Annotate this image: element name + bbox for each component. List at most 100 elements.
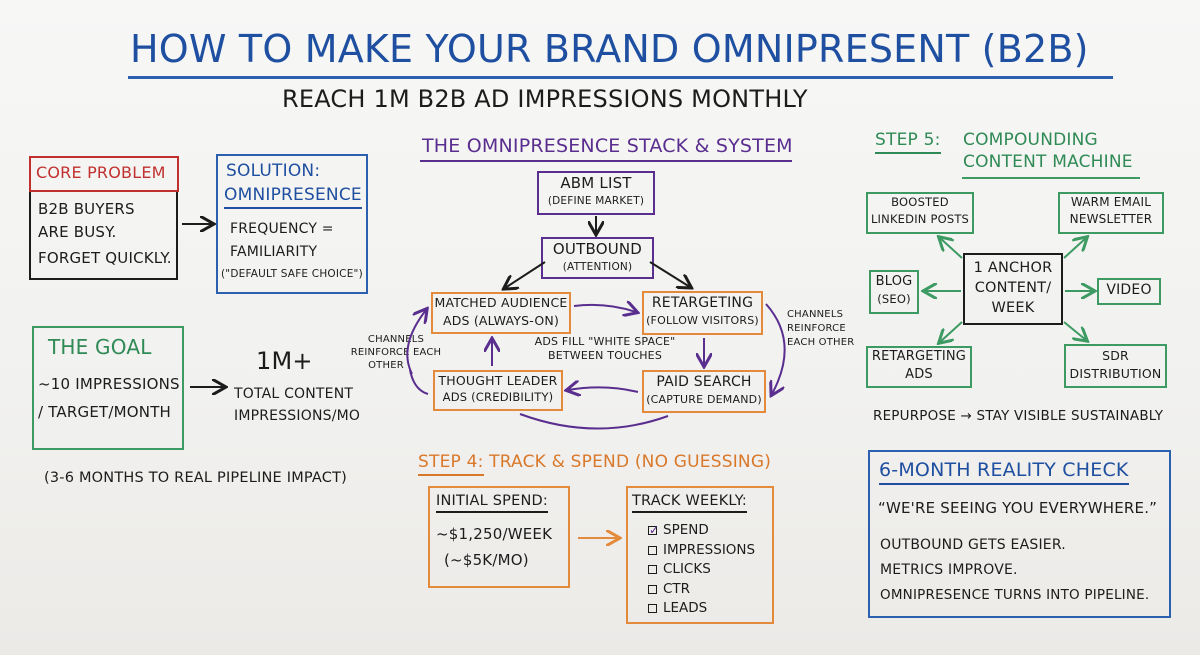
checkbox-icon (648, 604, 657, 614)
matched-audience-box (431, 292, 571, 334)
stack-heading-underline (420, 160, 792, 162)
white-space-line-2: BETWEEN TOUCHES (547, 349, 663, 362)
track-item-impressions: IMPRESSIONS (648, 541, 755, 561)
track-item-label: LEADS (663, 600, 708, 616)
checkbox-icon (648, 545, 657, 555)
outbound-sub: (ATTENTION) (562, 261, 633, 273)
right-reinforce-line-1: CHANNELS (787, 309, 844, 320)
track-item-leads: LEADS (648, 599, 755, 619)
goal-line-1: ~10 IMPRESSIONS (38, 375, 180, 393)
track-weekly-list: ✓SPEND IMPRESSIONS CLICKS CTR LEADS (648, 521, 755, 619)
core-problem-line-2: ARE BUSY. (38, 223, 117, 241)
abm-list-sub: (DEFINE MARKET) (547, 195, 645, 207)
repurpose-line: REPURPOSE → STAY VISIBLE SUSTAINABLY (873, 408, 1163, 425)
abm-list-title: ABM LIST (560, 174, 632, 192)
video-label: VIDEO (1106, 282, 1152, 298)
track-item-label: IMPRESSIONS (663, 541, 756, 558)
left-reinforce-line-3: OTHER (368, 360, 404, 371)
goal-big-number: 1M+ (256, 347, 313, 375)
paid-search-box (642, 370, 766, 413)
goal-line-2: / TARGET/MONTH (38, 403, 172, 421)
goal-box (32, 326, 184, 450)
solution-line-2: FAMILIARITY (230, 244, 318, 260)
initial-spend-heading: INITIAL SPEND: (436, 493, 548, 513)
solution-line-1: FREQUENCY = (230, 221, 334, 237)
retargeting-ads-line-2: ADS (905, 367, 933, 382)
solution-note: ("DEFAULT SAFE CHOICE") (221, 268, 363, 280)
track-item-ctr: CTR (648, 580, 755, 600)
newsletter-line-1: WARM EMAIL (1070, 195, 1152, 209)
core-problem-line-3: FORGET QUICKLY. (38, 249, 172, 267)
goal-heading: THE GOAL (48, 335, 152, 359)
outbound-box (541, 237, 654, 279)
anchor-line-2: CONTENT/ (974, 280, 1052, 296)
initial-spend-weekly: ~$1,250/WEEK (436, 525, 553, 543)
boosted-line-1: BOOSTED (891, 195, 949, 209)
reality-check-box (868, 450, 1171, 618)
loop-right (765, 303, 786, 394)
arrow-anchor-to-newsletter (1063, 238, 1086, 259)
anchor-content-box (963, 253, 1063, 325)
arrow-anchor-to-boosted (940, 238, 963, 259)
retargeting-box (642, 291, 763, 335)
track-item-label: SPEND (663, 522, 709, 538)
reality-check-heading: 6-MONTH REALITY CHECK (879, 459, 1129, 485)
pipeline-timeline: (3-6 MONTHS TO REAL PIPELINE IMPACT) (44, 470, 348, 486)
checkbox-icon (648, 584, 657, 594)
reality-check-heading-text: 6-MONTH REALITY CHECK (879, 459, 1129, 485)
arrow-paid-to-thought (568, 387, 639, 392)
track-item-spend: ✓SPEND (648, 521, 755, 541)
boosted-box (866, 192, 974, 234)
step4-heading: STEP 4: TRACK & SPEND (NO GUESSING) (418, 452, 772, 476)
blog-box (869, 270, 919, 314)
solution-heading-1: SOLUTION: (226, 161, 321, 181)
page-subtitle: REACH 1M B2B AD IMPRESSIONS MONTHLY (282, 85, 808, 113)
page-title: HOW TO MAKE YOUR BRAND OMNIPRESENT (B2B) (130, 27, 1089, 71)
anchor-line-1: 1 ANCHOR (973, 260, 1053, 276)
step4-title: TRACK & SPEND (NO GUESSING) (489, 452, 772, 472)
thought-leader-title: THOUGHT LEADER (438, 373, 558, 388)
goal-total-line-1: TOTAL CONTENT (234, 386, 354, 402)
left-reinforce-line-1: CHANNELS (367, 334, 425, 345)
repurpose-label: REPURPOSE (873, 408, 956, 424)
track-weekly-heading: TRACK WEEKLY: (632, 493, 747, 513)
sdr-line-1: SDR (1102, 348, 1129, 363)
anchor-line-3: WEEK (991, 300, 1035, 316)
arrow-matched-to-retargeting (573, 305, 636, 312)
solution-heading-2: OMNIPRESENCE (224, 185, 362, 209)
boosted-line-2: LINKEDIN POSTS (870, 212, 970, 226)
retargeting-sub: (FOLLOW VISITORS) (646, 314, 759, 327)
reality-quote: “WE'RE SEEING YOU EVERYWHERE.” (878, 499, 1158, 517)
track-weekly-box (626, 486, 774, 624)
right-reinforce-line-2: REINFORCE (787, 323, 846, 334)
arrow-right-icon: → (960, 408, 972, 424)
step5-heading-1: COMPOUNDING (963, 130, 1098, 150)
retargeting-ads-line-1: RETARGETING (871, 349, 967, 364)
loop-left-low (409, 369, 429, 395)
step5-label: STEP 5: (875, 130, 941, 154)
video-box (1097, 278, 1161, 305)
initial-spend-box (428, 486, 570, 588)
arrow-outbound-to-matched (505, 261, 546, 288)
left-reinforce-line-2: REINFORCE EACH (350, 347, 442, 358)
loop-bottom (519, 413, 669, 430)
abm-list-box (537, 171, 655, 215)
blog-line-1: BLOG (875, 274, 913, 289)
white-space-line-1: ADS FILL "WHITE SPACE" (534, 335, 676, 348)
track-weekly-heading-text: TRACK WEEKLY: (632, 493, 747, 513)
right-reinforce-line-3: EACH OTHER (787, 337, 855, 348)
solution-box (216, 154, 368, 294)
arrow-anchor-to-retargeting (940, 321, 963, 342)
sdr-line-2: DISTRIBUTION (1069, 366, 1162, 381)
paid-search-sub: (CAPTURE DEMAND) (646, 393, 762, 406)
matched-audience-sub: ADS (ALWAYS-ON) (442, 313, 560, 328)
checkbox-icon (648, 565, 657, 575)
goal-total-line-2: IMPRESSIONS/MO (234, 408, 361, 424)
outbound-title: OUTBOUND (552, 240, 643, 258)
reality-line-2: METRICS IMPROVE. (880, 562, 1018, 578)
track-item-clicks: CLICKS (648, 560, 755, 580)
retargeting-title: RETARGETING (651, 295, 754, 311)
thought-leader-box (433, 370, 563, 411)
track-item-label: CLICKS (663, 561, 711, 577)
sdr-box (1064, 344, 1167, 388)
